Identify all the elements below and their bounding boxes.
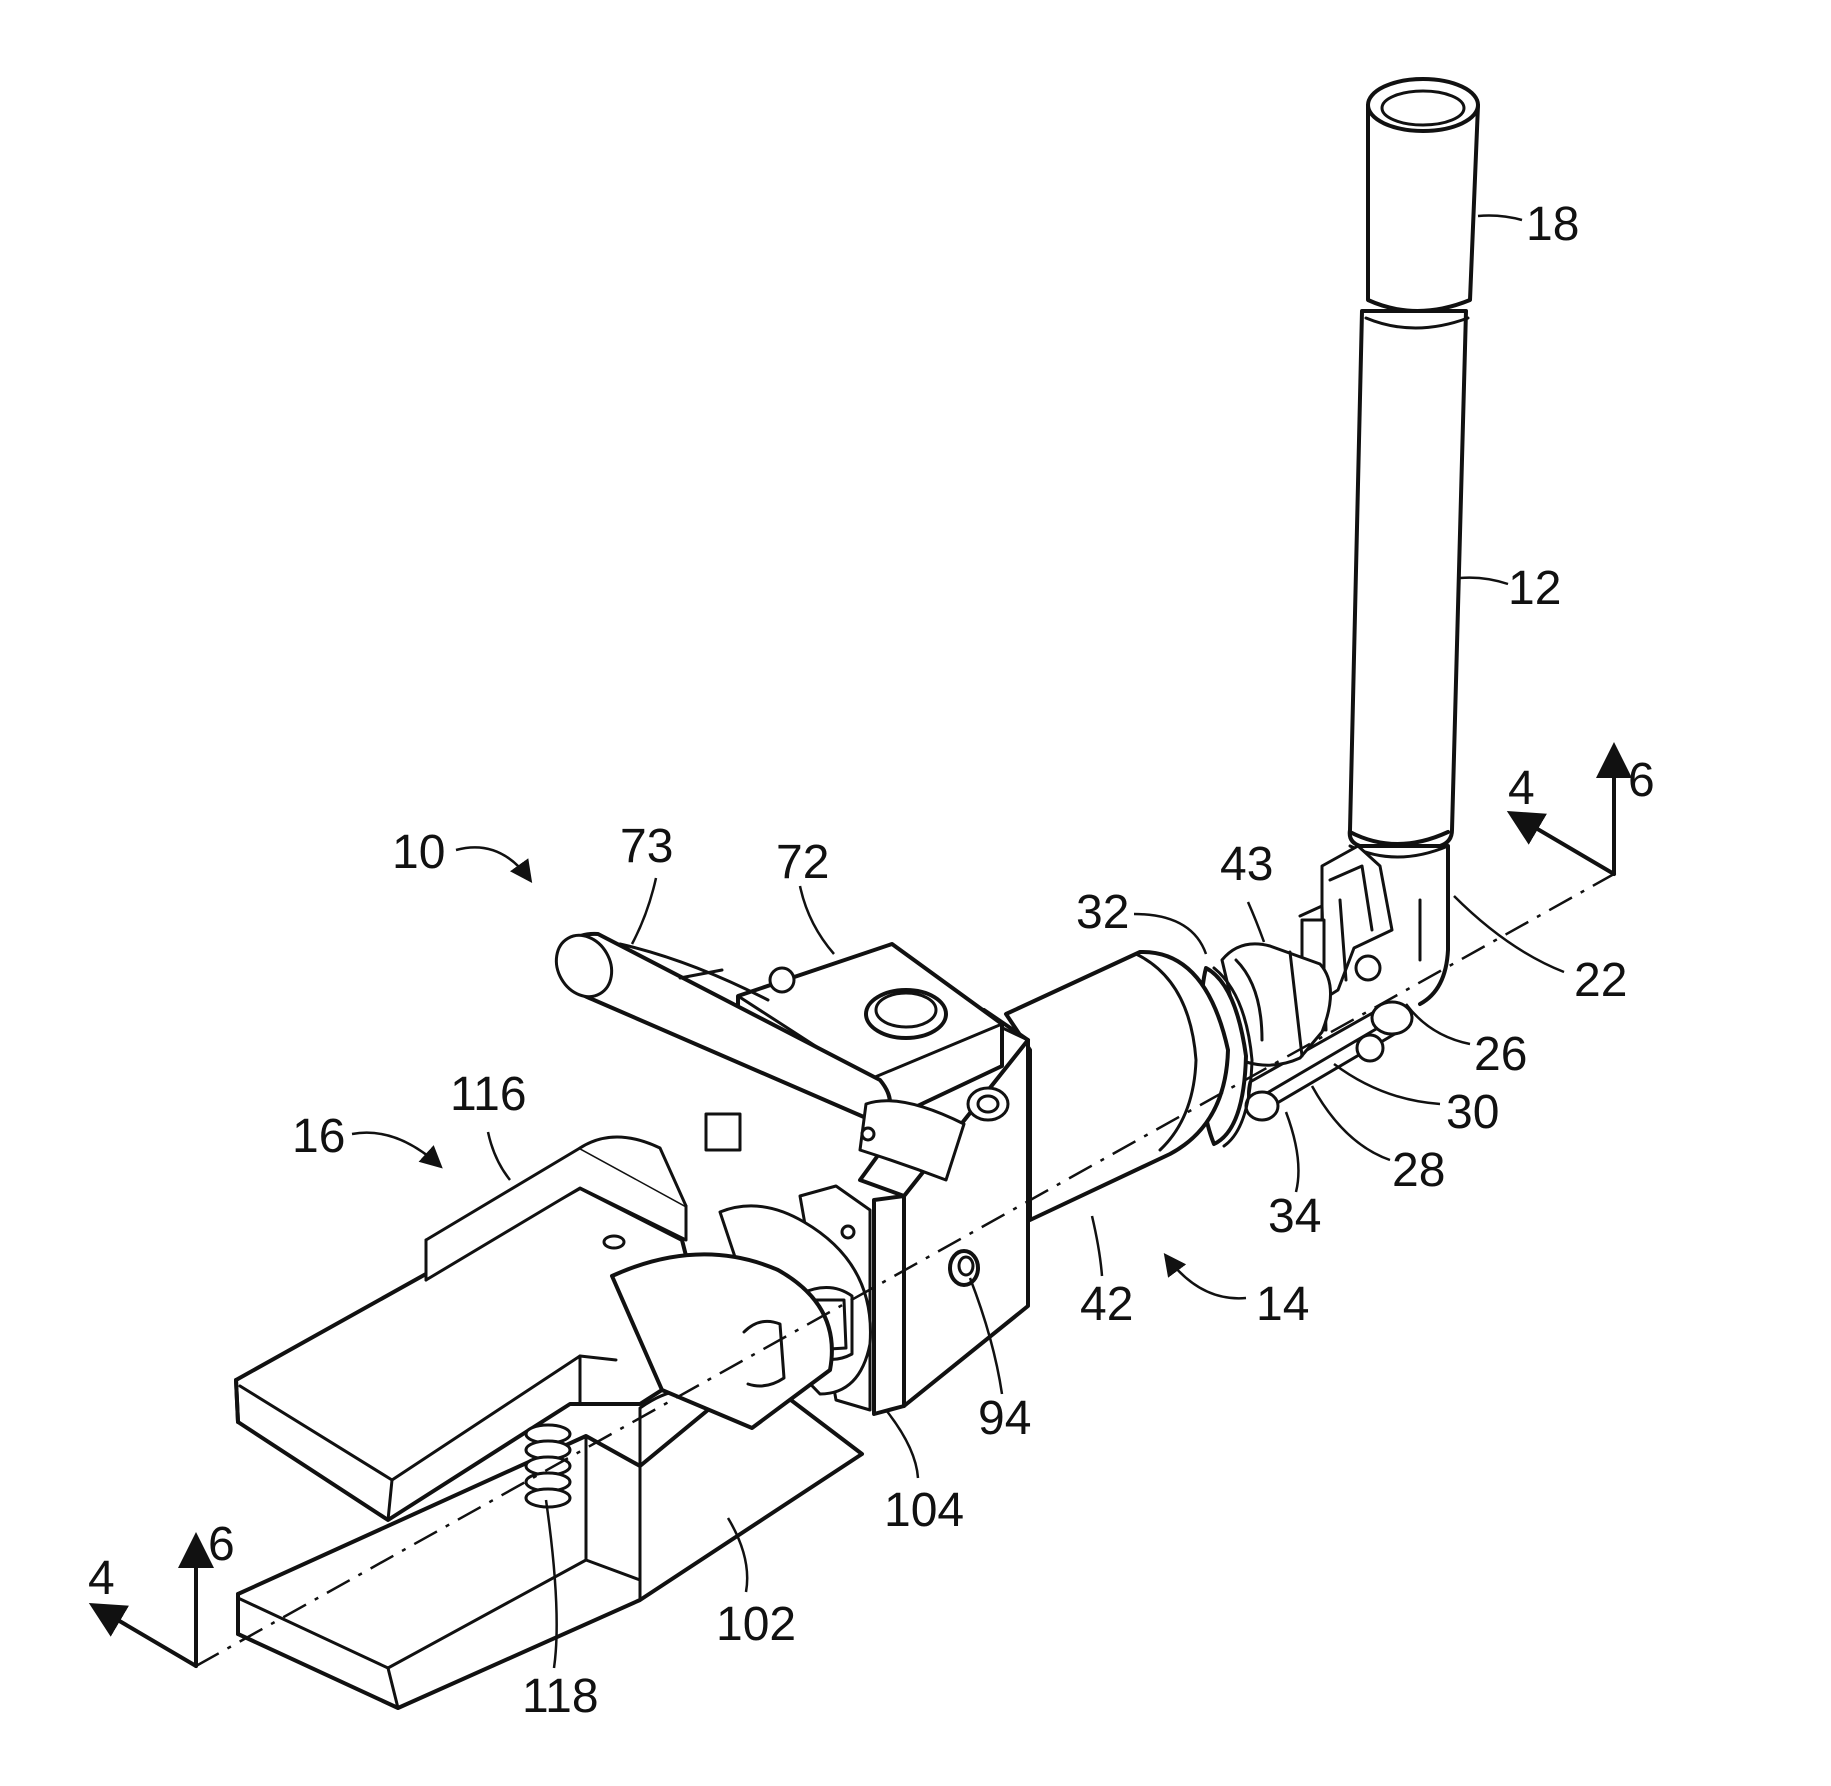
label-handle-12: 12 xyxy=(1508,562,1561,615)
label-lower-jaw-102: 102 xyxy=(716,1598,796,1651)
housing xyxy=(1006,952,1228,1220)
label-plate-104: 104 xyxy=(884,1484,964,1537)
label-grip-18: 18 xyxy=(1526,198,1579,251)
section-mark-6-right: 6 xyxy=(1628,754,1655,807)
section-mark-4-right: 4 xyxy=(1508,762,1535,815)
label-hub-43: 43 xyxy=(1220,838,1273,891)
label-body-14: 14 xyxy=(1256,1278,1309,1331)
spring xyxy=(526,1425,570,1507)
label-pivot-26: 26 xyxy=(1474,1028,1527,1081)
label-link-pin-34: 34 xyxy=(1268,1190,1321,1243)
label-block-72: 72 xyxy=(776,836,829,889)
section-mark-4-left: 4 xyxy=(88,1552,115,1605)
section-mark-6-left: 6 xyxy=(208,1518,235,1571)
label-clamp-16: 16 xyxy=(292,1110,345,1163)
label-fastener-94: 94 xyxy=(978,1392,1031,1445)
label-housing-42: 42 xyxy=(1080,1278,1133,1331)
label-lever-73: 73 xyxy=(620,820,673,873)
label-collar-32: 32 xyxy=(1076,886,1129,939)
label-assembly-10: 10 xyxy=(392,826,445,879)
label-link-28: 28 xyxy=(1392,1144,1445,1197)
label-upper-jaw-116: 116 xyxy=(450,1068,527,1121)
label-link-pin-30: 30 xyxy=(1446,1086,1499,1139)
label-spring-118: 118 xyxy=(522,1670,599,1723)
label-bend-22: 22 xyxy=(1574,954,1627,1007)
